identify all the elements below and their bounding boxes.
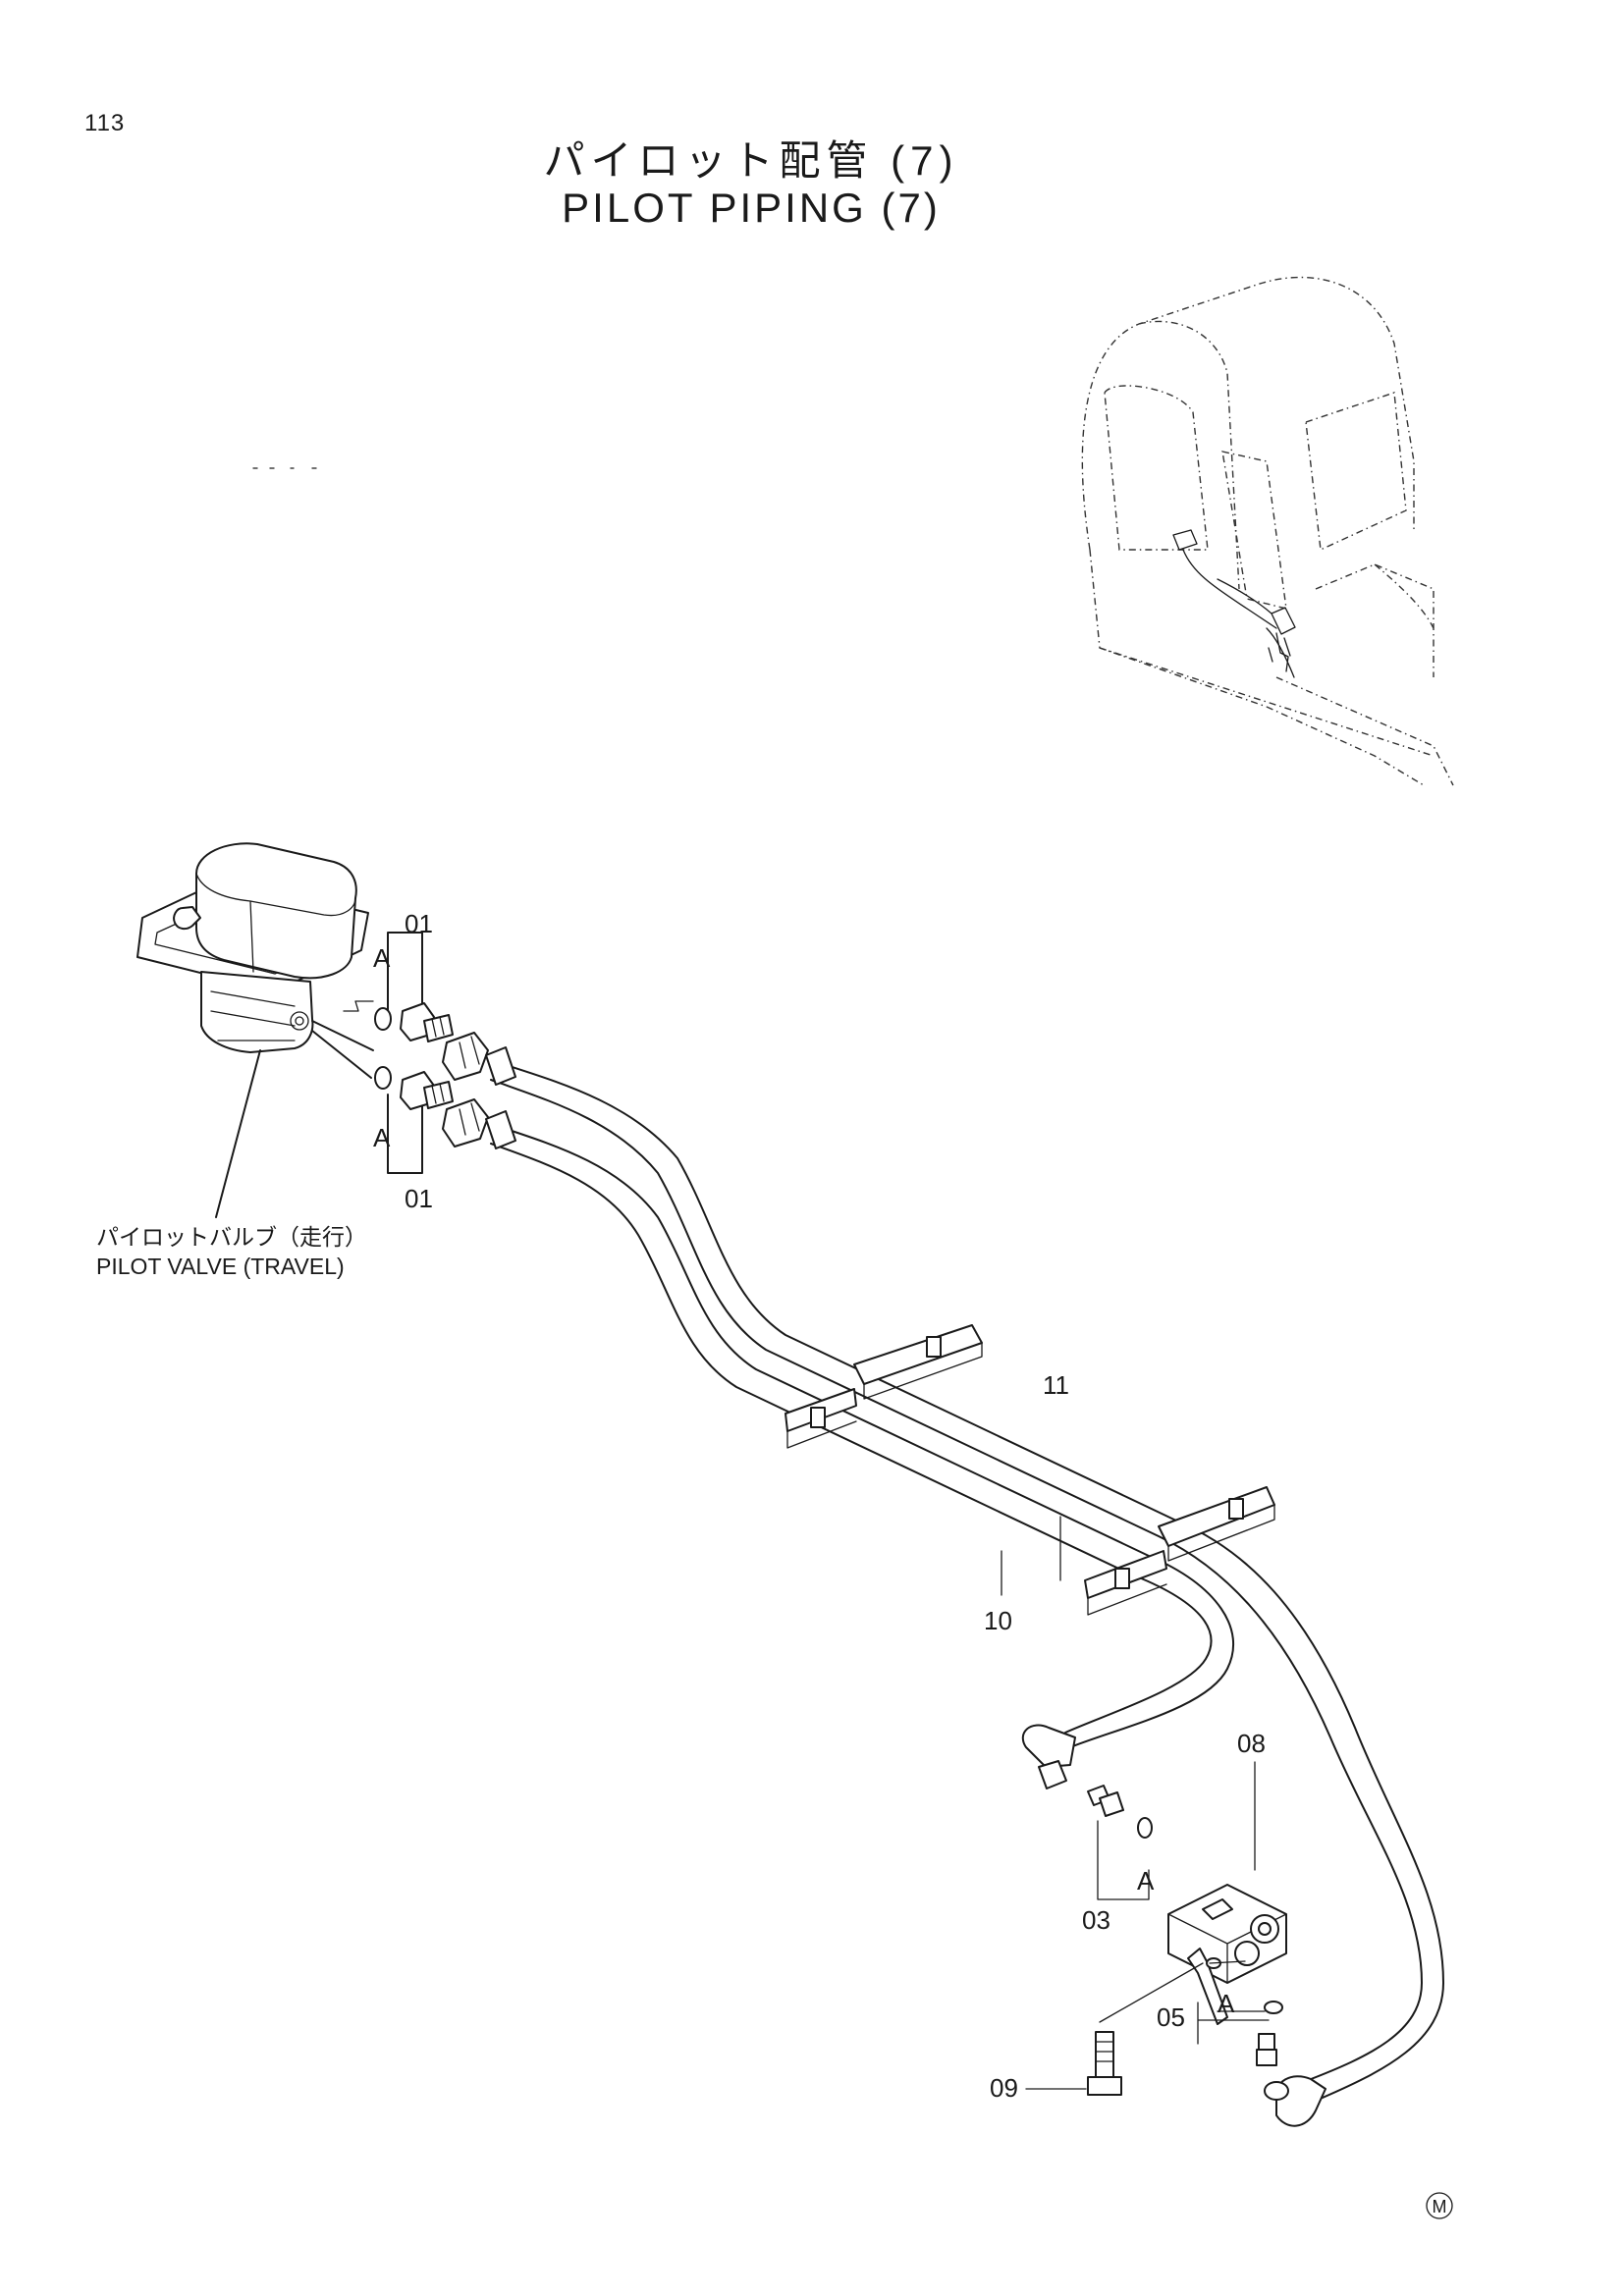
pilot-valve-leader xyxy=(215,1049,261,1218)
leader-05 xyxy=(1197,2002,1270,2045)
ref-a-connector-05: A xyxy=(1218,1989,1235,2018)
callout-01-bottom: 01 xyxy=(405,1184,433,1213)
clamp-bracket-upper xyxy=(785,1324,983,1449)
leader-a-shuttle xyxy=(1209,1960,1246,1964)
cab-location-view xyxy=(1081,276,1454,786)
pilot-valve-travel xyxy=(136,842,374,1053)
hose-10 xyxy=(490,1123,1235,1748)
fitting-set-lower xyxy=(311,1030,489,1174)
page-title-english: PILOT PIPING (7) xyxy=(562,185,941,231)
callout-09: 09 xyxy=(990,2073,1018,2103)
ref-a-connector-03: A xyxy=(1137,1866,1155,1896)
hose-10-end-fitting xyxy=(485,1110,516,1149)
page-title-japanese: パイロット配管 (7) xyxy=(543,137,959,184)
page-number: 113 xyxy=(84,110,126,136)
pilot-valve-label-en: PILOT VALVE (TRAVEL) xyxy=(96,1254,345,1279)
hose-10-elbow xyxy=(1021,1724,1076,1789)
callout-08: 08 xyxy=(1237,1729,1266,1758)
leader-03 xyxy=(1097,1820,1150,1900)
ref-a-upper: A xyxy=(373,943,391,973)
callout-01-top: 01 xyxy=(405,909,433,938)
bolt-09 xyxy=(1087,2031,1122,2096)
m-mark: M xyxy=(1426,2192,1453,2219)
callout-05: 05 xyxy=(1157,2002,1185,2032)
svg-text:M: M xyxy=(1433,2197,1447,2216)
leader-09-up xyxy=(1099,1962,1204,2023)
clamp-bracket-lower xyxy=(1084,1486,1275,1616)
fitting-set-upper xyxy=(374,932,489,1081)
hose-11-end-fitting xyxy=(485,1046,516,1086)
pilot-valve-label-jp: パイロットバルブ（走行） xyxy=(96,1224,367,1250)
connector-03 xyxy=(1087,1785,1153,1839)
connector-05 xyxy=(1256,2001,1283,2066)
shuttle-valve xyxy=(1167,1884,1287,2025)
callout-11: 11 xyxy=(1043,1370,1069,1400)
callout-03: 03 xyxy=(1082,1905,1110,1935)
hose-11-elbow xyxy=(1264,2075,1326,2127)
hose-11 xyxy=(490,1059,1444,2102)
callout-10: 10 xyxy=(984,1606,1012,1635)
ref-a-lower: A xyxy=(373,1123,391,1152)
